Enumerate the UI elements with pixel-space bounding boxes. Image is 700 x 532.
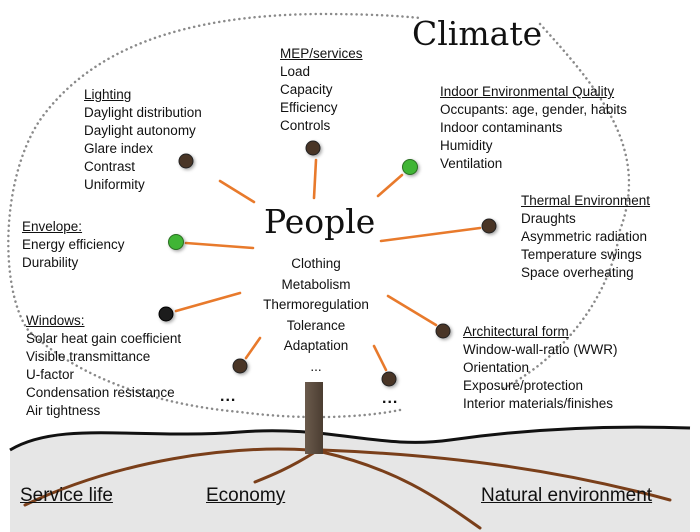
arch-item: Window-wall-ratio (WWR) xyxy=(463,342,618,357)
windows-item: Air tightness xyxy=(26,403,101,418)
bud-left-extra xyxy=(232,358,248,374)
ieq-item: Indoor contaminants xyxy=(440,120,563,135)
ground-area xyxy=(10,427,690,532)
lighting-item: Daylight distribution xyxy=(84,105,202,120)
windows-item: Visible transmittance xyxy=(26,349,151,364)
envelope-item: Durability xyxy=(22,255,79,270)
thermal-item: Draughts xyxy=(521,211,576,226)
trunk xyxy=(305,382,323,454)
ieq-item: Ventilation xyxy=(440,156,503,171)
windows-item: Condensation resistance xyxy=(26,385,175,400)
people-title: People xyxy=(264,202,376,241)
people-factor: Adaptation xyxy=(283,338,349,353)
arch-item: Orientation xyxy=(463,360,530,375)
windows-group: Windows: Solar heat gain coefficient Vis… xyxy=(26,312,181,420)
ground-label-economy: Economy xyxy=(206,485,286,506)
lighting-item: Contrast xyxy=(84,159,136,174)
bud-right-extra xyxy=(381,371,397,387)
lighting-heading: Lighting xyxy=(84,87,132,102)
bud-envelope xyxy=(168,234,184,250)
windows-heading: Windows: xyxy=(26,313,85,328)
lighting-item: Glare index xyxy=(84,141,154,156)
buds xyxy=(158,140,497,387)
ground-line xyxy=(9,425,691,452)
bud-lighting xyxy=(178,153,194,169)
people-factor: ... xyxy=(310,358,322,374)
ieq-item: Humidity xyxy=(440,138,493,153)
ieq-heading: Indoor Environmental Quality xyxy=(440,84,615,99)
ieq-item: Occupants: age, gender, habits xyxy=(440,102,627,117)
bud-arch xyxy=(435,323,451,339)
mep-heading: MEP/services xyxy=(280,46,363,61)
mep-item: Capacity xyxy=(280,82,333,97)
thermal-item: Temperature swings xyxy=(521,247,642,262)
ellipsis-right: ... xyxy=(382,390,399,407)
mep-item: Controls xyxy=(280,118,331,133)
lighting-item: Daylight autonomy xyxy=(84,123,196,138)
envelope-item: Energy efficiency xyxy=(22,237,125,252)
mep-group: MEP/services Load Capacity Efficiency Co… xyxy=(280,45,363,135)
people-factor: Thermoregulation xyxy=(263,297,369,312)
mep-item: Load xyxy=(280,64,311,79)
people-factors: Clothing Metabolism Thermoregulation Tol… xyxy=(248,254,384,377)
people-factor: Clothing xyxy=(291,256,341,271)
climate-title: Climate xyxy=(412,14,543,53)
roots xyxy=(23,447,672,530)
thermal-group: Thermal Environment Draughts Asymmetric … xyxy=(521,192,650,282)
ieq-group: Indoor Environmental Quality Occupants: … xyxy=(440,83,627,173)
crown-outline xyxy=(7,12,631,419)
branches xyxy=(174,158,482,372)
windows-item: U-factor xyxy=(26,367,75,382)
envelope-heading: Envelope: xyxy=(22,219,83,234)
people-factor: Tolerance xyxy=(286,317,346,333)
envelope-group: Envelope: Energy efficiency Durability xyxy=(22,218,125,272)
arch-group: Architectural form Window-wall-ratio (WW… xyxy=(463,323,618,413)
ground-label-service-life: Service life xyxy=(20,485,113,506)
arch-item: Exposure/protection xyxy=(463,378,584,393)
ellipsis-left: ... xyxy=(220,388,237,405)
bud-ieq xyxy=(402,159,418,175)
bud-windows xyxy=(158,306,174,322)
ground-label-natural-environment: Natural environment xyxy=(481,485,653,506)
mep-item: Efficiency xyxy=(280,100,338,115)
bud-mep xyxy=(305,140,321,156)
people-factor: Metabolism xyxy=(281,276,351,292)
lighting-group: Lighting Daylight distribution Daylight … xyxy=(84,86,202,194)
thermal-item: Space overheating xyxy=(521,265,634,280)
thermal-item: Asymmetric radiation xyxy=(521,229,648,244)
bud-thermal xyxy=(481,218,497,234)
windows-item: Solar heat gain coefficient xyxy=(26,331,182,346)
thermal-heading: Thermal Environment xyxy=(521,193,651,208)
lighting-item: Uniformity xyxy=(84,177,145,192)
arch-item: Interior materials/finishes xyxy=(463,396,614,411)
arch-heading: Architectural form xyxy=(463,324,569,339)
